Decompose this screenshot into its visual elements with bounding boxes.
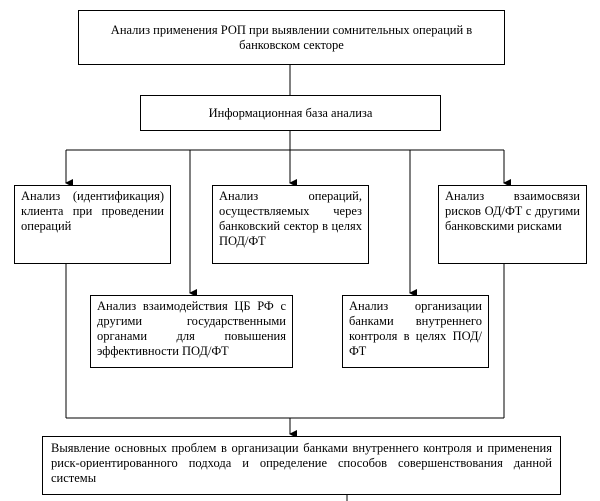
client-analysis-box: Анализ (идентификация) клиента при прове…: [14, 185, 171, 264]
cb-interaction-box: Анализ взаимодействия ЦБ РФ с другими го…: [90, 295, 293, 368]
top-box-text: Анализ применения РОП при выявлении сомн…: [110, 22, 473, 52]
operations-analysis-text: Анализ операций, осуществляемых через ба…: [219, 189, 362, 248]
bottom-box: Выявление основных проблем в организации…: [42, 436, 561, 495]
info-base-box: Информационная база анализа: [140, 95, 441, 131]
info-base-text: Информационная база анализа: [208, 105, 373, 120]
client-analysis-text: Анализ (идентификация) клиента при прове…: [21, 189, 164, 233]
internal-control-text: Анализ организации банками внутреннего к…: [349, 299, 482, 358]
top-box: Анализ применения РОП при выявлении сомн…: [78, 10, 505, 65]
risks-analysis-box: Анализ взаимосвязи рисков ОД/ФТ с другим…: [438, 185, 587, 264]
internal-control-box: Анализ организации банками внутреннего к…: [342, 295, 489, 368]
cb-interaction-text: Анализ взаимодействия ЦБ РФ с другими го…: [97, 299, 286, 358]
operations-analysis-box: Анализ операций, осуществляемых через ба…: [212, 185, 369, 264]
bottom-box-text: Выявление основных проблем в организации…: [51, 441, 552, 485]
risks-analysis-text: Анализ взаимосвязи рисков ОД/ФТ с другим…: [445, 189, 580, 233]
